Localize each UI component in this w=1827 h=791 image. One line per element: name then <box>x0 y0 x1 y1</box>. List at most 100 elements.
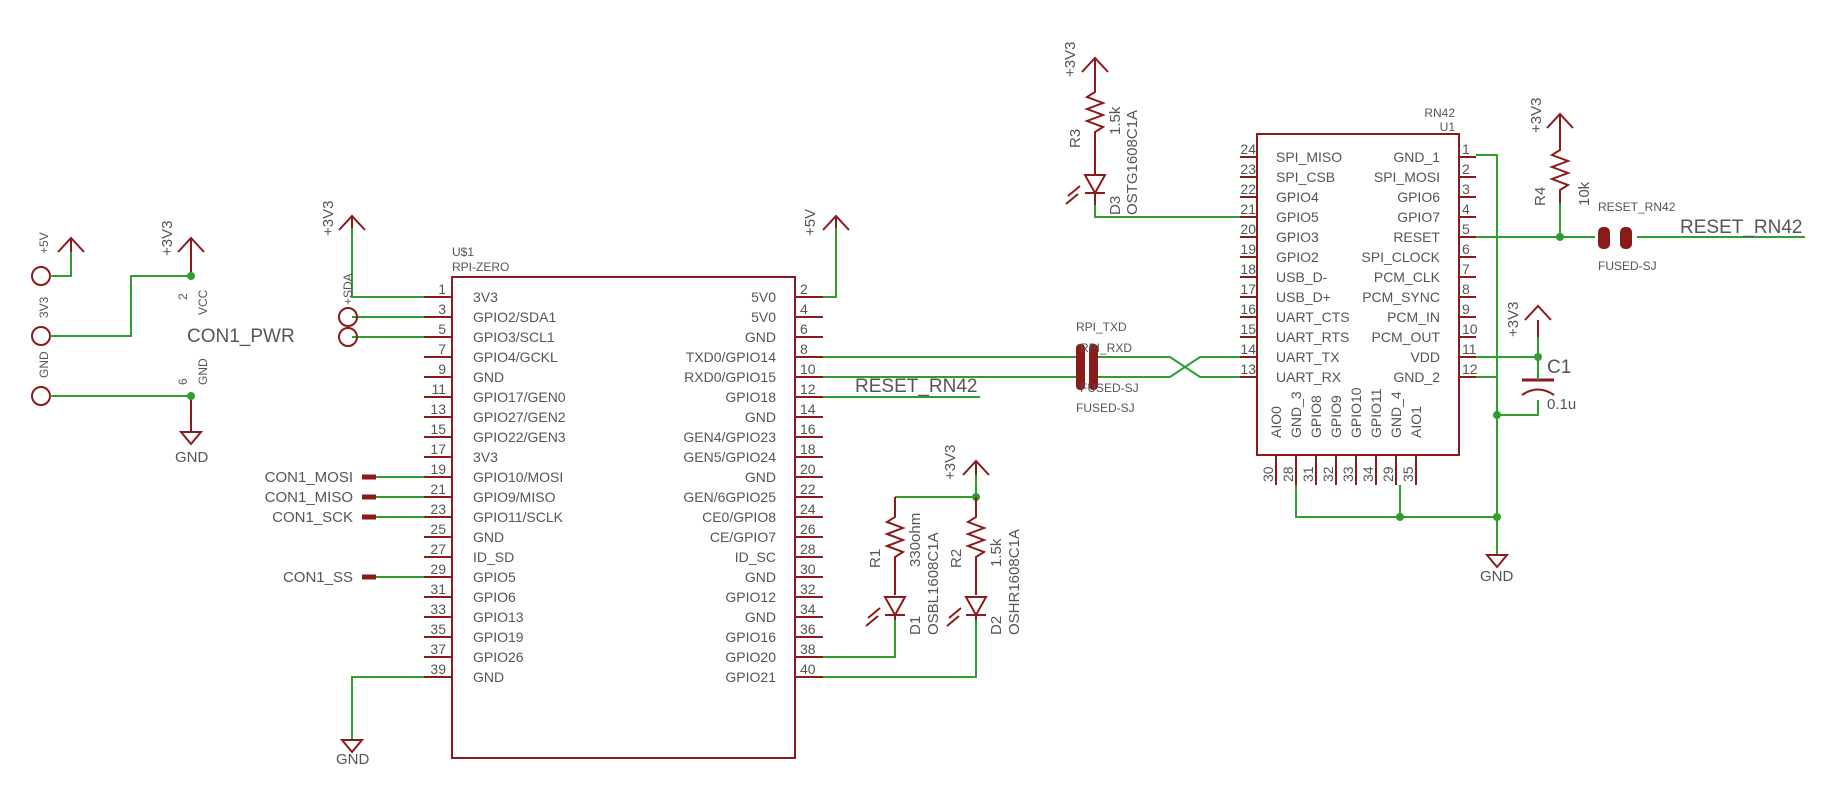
r2-value: 1.5k <box>988 538 1005 567</box>
rpi-pin-number: 2 <box>800 281 808 297</box>
rn42-pin-number: 5 <box>1462 221 1470 237</box>
rn42-pin-number: 29 <box>1380 466 1396 482</box>
rpi-pin-name: GPIO26 <box>473 649 524 665</box>
rn42-pin-number: 9 <box>1462 301 1470 317</box>
rn42-pin-number: 15 <box>1240 321 1256 337</box>
gnd-rpi: GND <box>336 739 370 768</box>
rn42-pin-name: UART_TX <box>1276 349 1340 365</box>
gnd-label: GND <box>336 751 370 768</box>
rn42-pin-number: 16 <box>1240 301 1256 317</box>
rn42-pin-number: 32 <box>1320 466 1336 482</box>
sda-pad[interactable] <box>338 307 358 327</box>
d1-value: OSBL1608C1A <box>925 532 942 635</box>
sda-pad-label: +SDA <box>341 273 355 305</box>
rpi-pin-number: 38 <box>800 641 816 657</box>
rpi-pin-number: 37 <box>430 641 446 657</box>
rpi-pin-number: 10 <box>800 361 816 377</box>
rpi-pin-name: GND <box>473 669 504 685</box>
con1-wires <box>50 248 195 432</box>
rpi-pin-name: GPIO3/SCL1 <box>473 329 555 345</box>
rpi-pin-name: ID_SC <box>735 549 776 565</box>
jumper-tx-value: FUSED-SJ <box>1080 381 1139 395</box>
reset-jumper-right[interactable] <box>1620 227 1632 249</box>
jumper-rx-right[interactable] <box>1089 364 1098 390</box>
rn42-pin-number: 3 <box>1462 181 1470 197</box>
rpi-pin-name: ID_SD <box>473 549 514 565</box>
rpi-pin-name: GPIO10/MOSI <box>473 469 563 485</box>
rn42-pin-name: GPIO2 <box>1276 249 1319 265</box>
jumper-rx-name: RPI_RXD <box>1080 341 1132 355</box>
rn42-pin-name: GPIO8 <box>1308 395 1324 438</box>
rn42-pin-name: GPIO4 <box>1276 189 1319 205</box>
rpi-pin-number: 30 <box>800 561 816 577</box>
c1-value: 0.1u <box>1547 396 1576 413</box>
r3-name: R3 <box>1067 129 1084 148</box>
power-3v3-label: +3V3 <box>1505 302 1522 337</box>
jumper-tx-left[interactable] <box>1076 344 1085 370</box>
con1-pin2-number: 2 <box>176 293 190 300</box>
rn42-pin-number: 21 <box>1240 201 1256 217</box>
rpi-pin-number: 8 <box>800 341 808 357</box>
rn42-pin-number: 22 <box>1240 181 1256 197</box>
con1-name: CON1_PWR <box>187 326 295 347</box>
rpi-header-pads: +SDA <box>338 273 358 347</box>
rpi-pin-number: 25 <box>430 521 446 537</box>
rn42-pin-number: 14 <box>1240 341 1256 357</box>
d1-name: D1 <box>907 616 924 635</box>
con1-pad-5v[interactable] <box>31 266 51 286</box>
rpi-pin-name: GND <box>745 409 776 425</box>
rpi-zero-value: RPI-ZERO <box>452 260 509 274</box>
net-reset-rn42-rpi: RESET_RN42 <box>855 376 978 397</box>
rpi-pin-name: GPIO16 <box>725 629 776 645</box>
rpi-pin-name: GND <box>473 369 504 385</box>
rpi-pin-number: 34 <box>800 601 816 617</box>
net-reset-rn42-rn42: RESET_RN42 <box>1680 217 1803 238</box>
con1-pad-gnd[interactable] <box>31 386 51 406</box>
rn42-pin-name: RESET <box>1393 229 1440 245</box>
rn42-pin-number: 24 <box>1240 141 1256 157</box>
rn42-pin-number: 8 <box>1462 281 1470 297</box>
rpi-pin-number: 5 <box>438 321 446 337</box>
rn42-pin-name: GPIO5 <box>1276 209 1319 225</box>
rpi-pin-number: 19 <box>430 461 446 477</box>
rn42-pin-name: GPIO11 <box>1368 388 1384 438</box>
rpi-pin-number: 40 <box>800 661 816 677</box>
d3-value: OSTG1608C1A <box>1124 110 1141 215</box>
d2-name: D2 <box>988 616 1005 635</box>
rn42-pin-name: PCM_SYNC <box>1362 289 1440 305</box>
rpi-pin-number: 31 <box>430 581 446 597</box>
rpi-pin-number: 1 <box>438 281 446 297</box>
rpi-pin-number: 35 <box>430 621 446 637</box>
net-con1-ss: CON1_SS <box>283 569 353 586</box>
rn42-pin-number: 19 <box>1240 241 1256 257</box>
rpi-pin-name: GPIO18 <box>725 389 776 405</box>
power-3v3-con1: +3V3 <box>159 221 205 256</box>
rpi-pin-number: 26 <box>800 521 816 537</box>
rpi-pin-number: 17 <box>430 441 446 457</box>
rn42-pin-name: GPIO10 <box>1348 387 1364 438</box>
con1-pad-label-gnd: GND <box>37 351 51 378</box>
rpi-pin-name: CE0/GPIO8 <box>702 509 776 525</box>
jumper-rx-left[interactable] <box>1076 364 1085 390</box>
rpi-pin-number: 18 <box>800 441 816 457</box>
rpi-pin-name: TXD0/GPIO14 <box>686 349 776 365</box>
con1-pin6-name: GND <box>196 358 210 385</box>
rn42-pin-number: 17 <box>1240 281 1256 297</box>
rn42-pin-name: GND_4 <box>1388 391 1404 438</box>
rn42-pin-number: 13 <box>1240 361 1256 377</box>
d2-value: OSHR1608C1A <box>1006 529 1023 635</box>
con1-pad-label-5v: +5V <box>37 232 51 254</box>
rn42-pin-number: 7 <box>1462 261 1470 277</box>
jumper-rx-value: FUSED-SJ <box>1076 401 1135 415</box>
reset-jumper-left[interactable] <box>1598 227 1610 249</box>
rn42-pin-number: 20 <box>1240 221 1256 237</box>
jumper-tx-right[interactable] <box>1089 344 1098 370</box>
rn42-pin-name: GPIO6 <box>1397 189 1440 205</box>
scl-pad[interactable] <box>338 327 358 347</box>
rpi-pin-number: 28 <box>800 541 816 557</box>
con1-pad-3v3[interactable] <box>31 326 51 346</box>
r1-value: 330ohm <box>907 513 924 567</box>
rpi-pin-name: CE/GPIO7 <box>710 529 776 545</box>
rn42-body[interactable] <box>1256 133 1460 456</box>
